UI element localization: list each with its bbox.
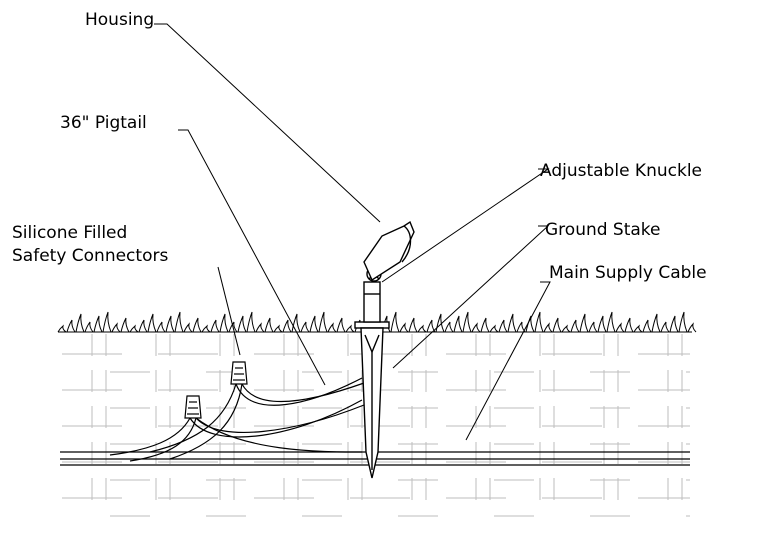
label-supply-cable: Main Supply Cable [549,263,707,283]
pigtail-wires [109,377,365,462]
label-connectors-line1: Silicone Filled [12,223,127,243]
soil-pattern [62,334,690,517]
wire-connector-upper [230,361,248,385]
ground-stake [354,321,390,479]
label-knuckle: Adjustable Knuckle [540,161,702,181]
leader-lines [154,23,551,441]
wire-connector-lower [184,395,202,419]
label-housing: Housing [85,10,154,30]
label-pigtail: 36" Pigtail [60,113,147,133]
label-ground-stake: Ground Stake [545,220,661,240]
label-connectors-line2: Safety Connectors [12,246,168,266]
housing [363,220,415,282]
fixture-stem [363,281,381,323]
